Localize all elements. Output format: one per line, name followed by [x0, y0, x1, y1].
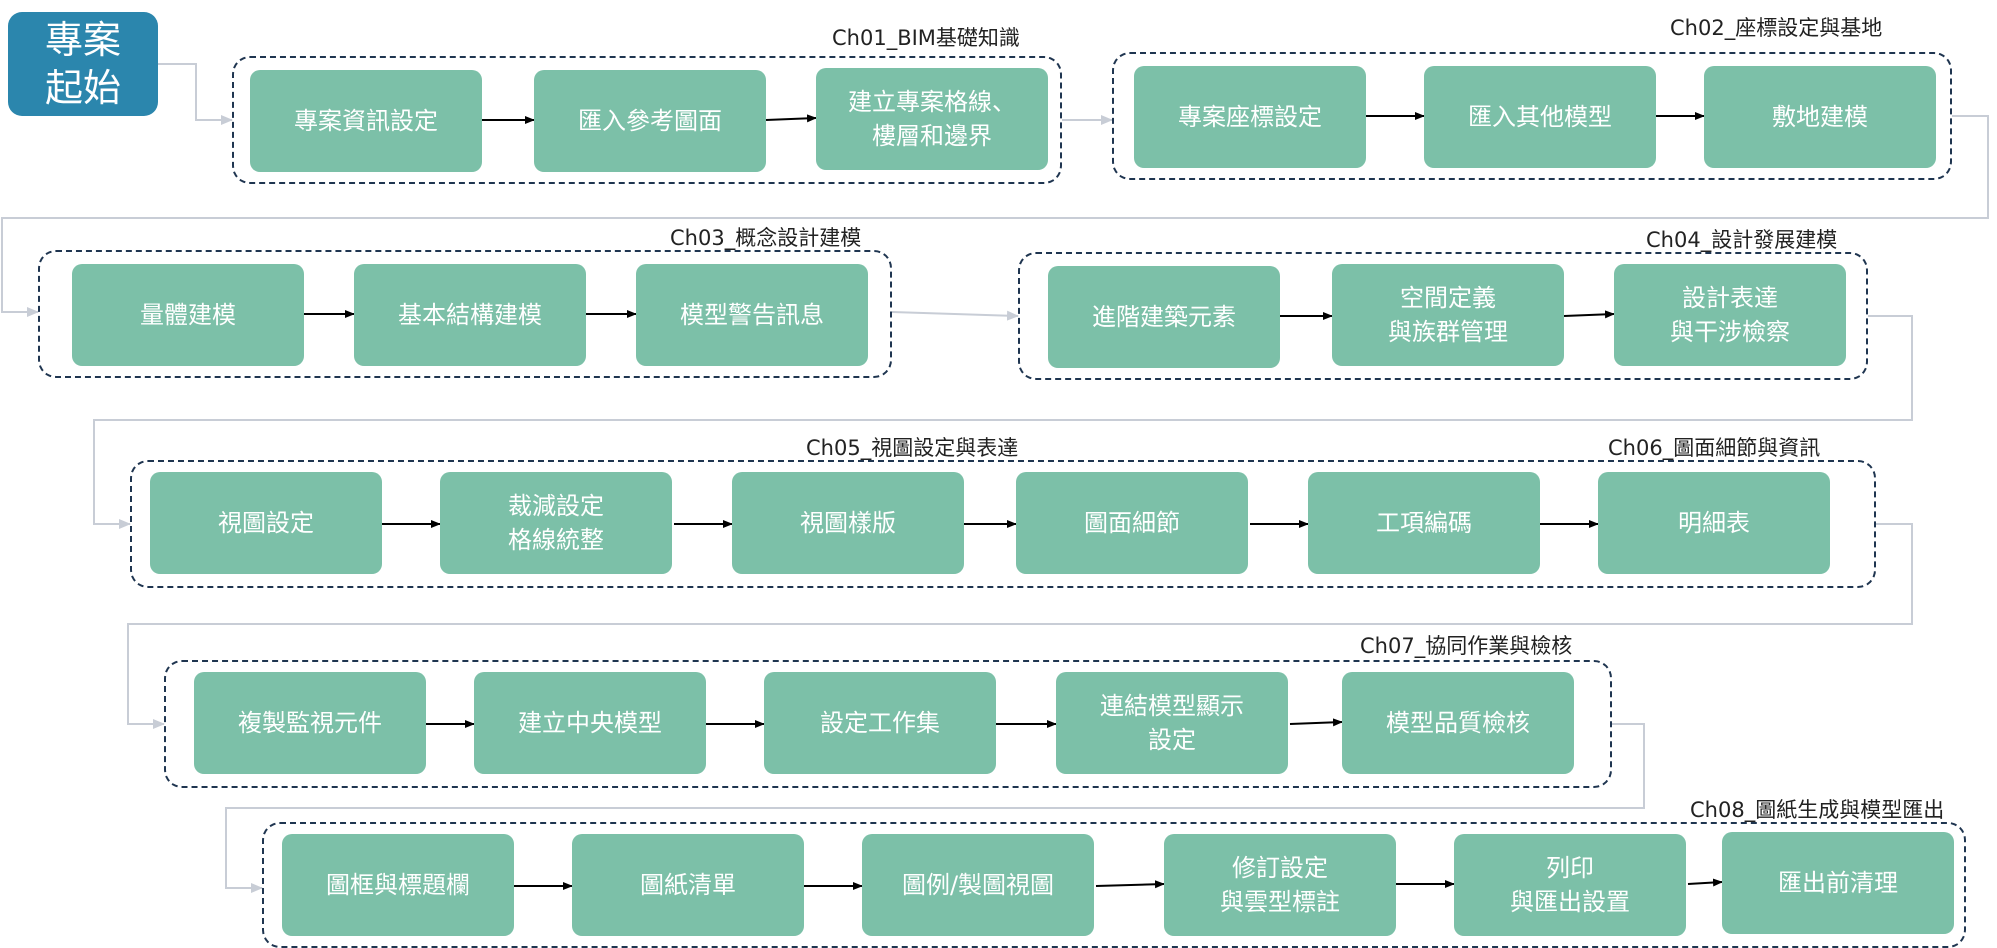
step-advanced-architectural-elements: 進階建築元素 [1048, 266, 1280, 368]
arrow [765, 114, 817, 123]
connector-ch03-ch04 [891, 310, 1019, 321]
chapter-group-ch04 [1018, 252, 1868, 380]
step-revision-settings-cloud-tags: 修訂設定 與雲型標註 [1164, 834, 1396, 936]
chapter-label-ch01: Ch01_BIM基礎知識 [832, 26, 1020, 50]
chapter-label-ch04: Ch04_設計發展建模 [1646, 228, 1838, 252]
chapter-label-ch05: Ch05_視圖設定與表達 [806, 436, 1019, 460]
connector-ch06-ch07 [127, 523, 1913, 729]
chapter-group-ch08 [262, 822, 1966, 948]
arrow [1095, 880, 1165, 889]
step-model-warnings: 模型警告訊息 [636, 264, 868, 366]
step-crop-settings-grid-cleanup: 裁減設定 格線統整 [440, 472, 672, 574]
step-view-templates: 視圖樣版 [732, 472, 964, 574]
step-site-modeling: 敷地建模 [1704, 66, 1936, 168]
arrow [1289, 718, 1343, 727]
chapter-group-ch03 [38, 250, 892, 378]
step-basic-structure-modeling: 基本結構建模 [354, 264, 586, 366]
step-title-blocks: 圖框與標題欄 [282, 834, 514, 936]
step-pre-export-cleanup: 匯出前清理 [1722, 832, 1954, 934]
chapter-group-ch07 [164, 660, 1612, 788]
step-work-item-coding: 工項編碼 [1308, 472, 1540, 574]
step-import-other-models: 匯入其他模型 [1424, 66, 1656, 168]
step-drawing-details: 圖面細節 [1016, 472, 1248, 574]
arrow [1563, 310, 1615, 319]
chapter-label-ch02: Ch02_座標設定與基地 [1670, 16, 1883, 40]
connector-ch04-ch05 [93, 315, 1913, 529]
chapter-group-ch01 [232, 56, 1062, 184]
chapter-label-ch06: Ch06_圖面細節與資訊 [1608, 436, 1821, 460]
chapter-group-ch02 [1112, 52, 1952, 180]
step-copy-monitor-elements: 複製監視元件 [194, 672, 426, 774]
step-view-settings: 視圖設定 [150, 472, 382, 574]
connector-ch02-ch03 [1, 115, 1989, 317]
step-linked-model-display-settings: 連結模型顯示 設定 [1056, 672, 1288, 774]
step-schedules: 明細表 [1598, 472, 1830, 574]
chapter-label-ch03: Ch03_概念設計建模 [670, 226, 862, 250]
chapter-group-ch05-06 [130, 460, 1876, 588]
step-massing-modeling: 量體建模 [72, 264, 304, 366]
step-project-coordinates-setup: 專案座標設定 [1134, 66, 1366, 168]
step-print-export-settings: 列印 與匯出設置 [1454, 834, 1686, 936]
step-project-info-setup: 專案資訊設定 [250, 70, 482, 172]
connector-start-ch01 [158, 63, 233, 125]
step-import-reference-drawings: 匯入參考圖面 [534, 70, 766, 172]
project-start-node: 專案 起始 [8, 12, 158, 116]
step-space-definition-family-management: 空間定義 與族群管理 [1332, 264, 1564, 366]
arrow [1687, 878, 1723, 887]
step-model-quality-check: 模型品質檢核 [1342, 672, 1574, 774]
step-sheet-list: 圖紙清單 [572, 834, 804, 936]
step-create-central-model: 建立中央模型 [474, 672, 706, 774]
step-legend-drafting-views: 圖例/製圖視圖 [862, 834, 1094, 936]
connector-ch07-ch08 [225, 723, 1645, 893]
step-design-expression-clash-check: 設計表達 與干涉檢察 [1614, 264, 1846, 366]
step-setup-worksets: 設定工作集 [764, 672, 996, 774]
chapter-label-ch08: Ch08_圖紙生成與模型匯出 [1690, 798, 1945, 822]
chapter-label-ch07: Ch07_協同作業與檢核 [1360, 634, 1573, 658]
step-create-grids-levels-boundary: 建立專案格線、 樓層和邊界 [816, 68, 1048, 170]
